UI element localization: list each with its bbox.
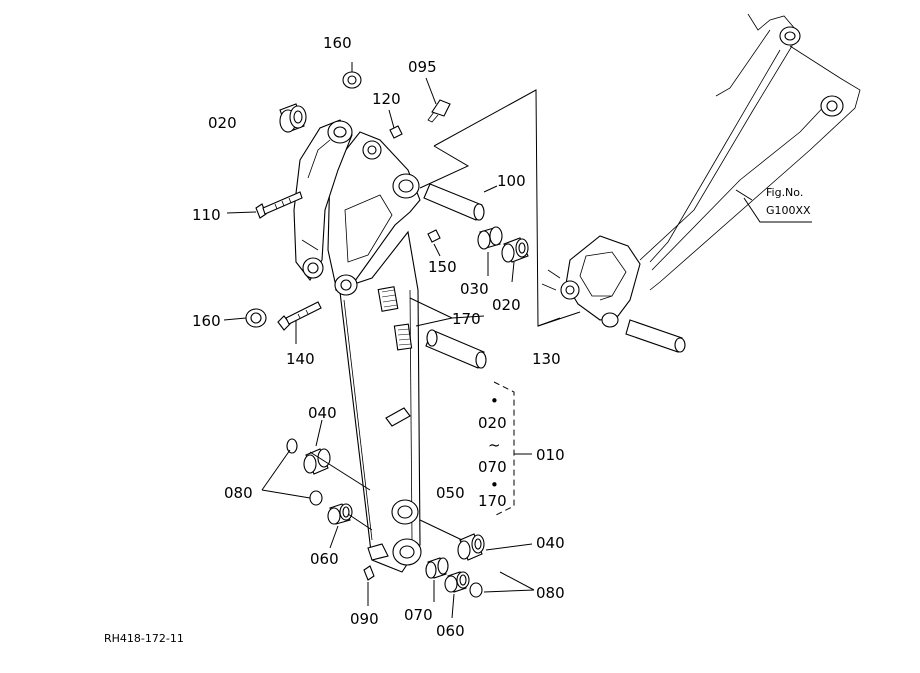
bushing-040-right (457, 533, 485, 561)
decal-lower (393, 323, 413, 351)
bushing-060-left (327, 503, 353, 525)
label-160-top: 160 (323, 34, 352, 52)
fig-ref-line1: Fig.No. (766, 186, 803, 199)
bolt-110 (255, 191, 303, 219)
arm-head (327, 131, 421, 286)
bushing-020-right (501, 237, 529, 263)
bushing-020-top (279, 103, 307, 133)
label-030: 030 (460, 280, 489, 298)
grease-nipple-150 (427, 229, 441, 243)
label-020-left: 020 (208, 114, 237, 132)
label-060-bottom: 060 (436, 622, 465, 640)
label-080-right: 080 (536, 584, 565, 602)
label-040-left: 040 (308, 404, 337, 422)
label-120: 120 (372, 90, 401, 108)
range-group: • 020 ~ 070 • 170 (478, 392, 507, 510)
range-end: 170 (478, 492, 507, 510)
collar-030 (477, 226, 503, 250)
drawing-id: RH418-172-11 (104, 632, 184, 645)
callout-outline (433, 89, 581, 327)
part-labels: 160 095 020 120 100 110 150 030 020 160 … (192, 34, 565, 640)
range-start: 020 (478, 414, 507, 432)
grease-boss (367, 543, 389, 561)
label-020-right: 020 (492, 296, 521, 314)
label-100: 100 (497, 172, 526, 190)
label-080-left: 080 (224, 484, 253, 502)
label-040-right: 040 (536, 534, 565, 552)
label-070: 070 (404, 606, 433, 624)
label-160-left: 160 (192, 312, 221, 330)
label-130: 130 (532, 350, 561, 368)
label-010: 010 (536, 446, 565, 464)
bushing-060-bottom (444, 571, 470, 593)
bushing-040-left (303, 448, 331, 475)
range-tilde: ~ (488, 436, 501, 454)
grease-nipple-090 (363, 565, 375, 581)
range-dot-1: • (490, 392, 499, 410)
label-095: 095 (408, 58, 437, 76)
bolt-140 (277, 301, 322, 331)
hose-bracket (385, 407, 411, 427)
reference-arm-view (541, 13, 861, 353)
range-dot-2: • (490, 476, 499, 494)
label-170: 170 (452, 310, 481, 328)
collar-070 (425, 557, 449, 579)
seal-080-left-top (286, 438, 298, 454)
pin-100 (423, 183, 485, 221)
label-060-left: 060 (310, 550, 339, 568)
fig-ref-line2: G100XX (766, 204, 811, 217)
label-050: 050 (436, 484, 465, 502)
arm-body (334, 230, 421, 573)
leader-lines (223, 62, 812, 619)
seal-080-left-bottom (309, 490, 323, 506)
decal-upper (377, 286, 399, 312)
seal-080-right (469, 582, 483, 598)
grease-nipple-120 (389, 125, 403, 139)
label-110: 110 (192, 206, 221, 224)
label-090: 090 (350, 610, 379, 628)
label-140: 140 (286, 350, 315, 368)
pin-130 (425, 329, 487, 369)
range-mid: 070 (478, 458, 507, 476)
fitting-095 (431, 99, 451, 117)
arm-assembly (293, 119, 422, 573)
label-150: 150 (428, 258, 457, 276)
